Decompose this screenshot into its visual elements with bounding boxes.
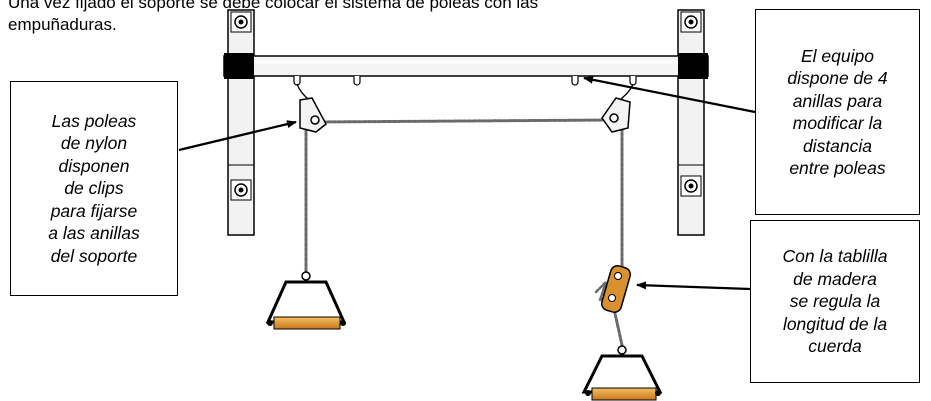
ring-icon bbox=[629, 76, 637, 86]
rope bbox=[304, 118, 624, 347]
callout-board-text: Con la tablilla de madera se regula la l… bbox=[782, 246, 888, 357]
screw-icon bbox=[680, 11, 702, 33]
intro-text: Una vez fijado el soporte se debe coloca… bbox=[8, 0, 539, 34]
handle-icon bbox=[581, 345, 663, 401]
wood-board-icon bbox=[600, 265, 632, 313]
screw-icon bbox=[680, 175, 702, 197]
ring-icon bbox=[353, 76, 361, 86]
ring-icon bbox=[293, 76, 301, 86]
right-post bbox=[677, 9, 705, 236]
left-clamp bbox=[224, 53, 254, 79]
ring-icon bbox=[571, 76, 579, 86]
horizontal-bar bbox=[223, 53, 709, 79]
screw-icon bbox=[230, 11, 252, 33]
handle-icon bbox=[265, 271, 347, 330]
pulley-icon bbox=[601, 97, 631, 133]
callout-pulleys-text: Las poleas de nylon disponen de clips pa… bbox=[48, 110, 140, 266]
callout-rings: El equipo dispone de 4 anillas para modi… bbox=[755, 9, 920, 215]
left-post bbox=[227, 9, 255, 236]
arrow-icon bbox=[178, 75, 756, 291]
screw-icon bbox=[230, 179, 252, 201]
callout-board: Con la tablilla de madera se regula la l… bbox=[750, 220, 920, 383]
right-clamp bbox=[678, 53, 708, 79]
pulley-icon bbox=[299, 97, 327, 133]
callout-pulleys: Las poleas de nylon disponen de clips pa… bbox=[10, 81, 178, 296]
rings bbox=[293, 76, 637, 86]
callout-rings-text: El equipo dispone de 4 anillas para modi… bbox=[787, 45, 888, 179]
